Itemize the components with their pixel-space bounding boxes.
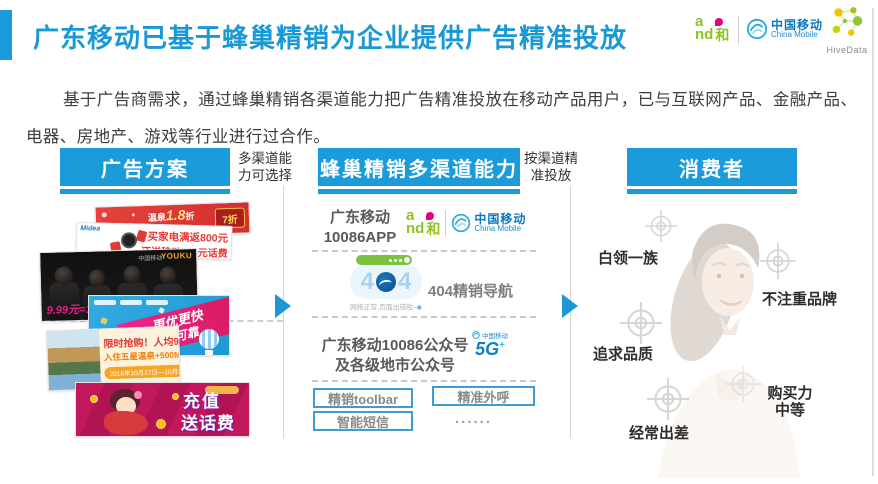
and-logo-dot-icon <box>426 212 435 221</box>
hivedata-molecule-icon <box>832 7 863 36</box>
page-title: 广东移动已基于蜂巢精销为企业提供广告精准投放 <box>33 23 628 53</box>
nav-404-bubble <box>356 255 412 265</box>
china-mobile-swirl-icon <box>746 18 768 40</box>
nav-404-cloud: 4 4 <box>350 265 422 299</box>
red-envelope-icon <box>135 229 148 243</box>
ad-text: 2016年10月17日—10月26日 <box>104 364 182 380</box>
ad-brand: Midea <box>80 225 101 233</box>
channel-app-logos: a nd 和 中国移动 China Mobile <box>406 207 526 237</box>
china-mobile-logo: 中国移动 China Mobile <box>746 18 823 40</box>
watch-icon <box>120 232 138 249</box>
ad-banner-recharge: 充值 送话费 <box>75 382 250 437</box>
brand-logos: a nd 和 中国移动 China Mobile <box>690 7 876 62</box>
channel-button-sms: 智能短信 <box>313 411 413 431</box>
target-icon <box>760 243 796 279</box>
hivedata-logo: HiveData <box>818 4 876 55</box>
consumer-label-quality: 追求品质 <box>593 346 654 363</box>
dashed-separator <box>312 250 536 252</box>
arrow-label-2: 按渠道精准投放 <box>524 151 578 183</box>
bank-logos <box>94 300 168 305</box>
intro-line-1: 基于广告商需求，通过蜂巢精销各渠道能力把广告精准投放在移动产品用户，已与互联网产… <box>63 91 858 109</box>
channel-button-outbound: 精准外呼 <box>432 386 535 406</box>
and-logo: a nd 和 <box>695 13 730 43</box>
globe-icon <box>376 272 396 292</box>
header-consumer-underline <box>627 189 797 194</box>
and-logo-a: a <box>695 13 704 30</box>
and-logo-nd: nd <box>695 25 714 43</box>
header-ad-plan-underline <box>60 189 230 194</box>
and-logo-dot-icon <box>715 18 724 26</box>
channel-more-dots: ...... <box>455 410 493 427</box>
hivedata-label: HiveData <box>826 45 868 55</box>
arrow-label-1: 多渠道能力可选择 <box>238 151 292 183</box>
dashed-separator <box>312 316 536 318</box>
china-mobile-swirl-icon <box>452 213 471 233</box>
flow-arrow-2-icon <box>562 294 578 318</box>
dashed-separator <box>312 380 536 382</box>
logo-divider <box>445 210 447 236</box>
balloon-icon <box>199 329 219 355</box>
and-logo: a nd 和 <box>406 207 441 237</box>
china-mobile-logo: 中国移动 China Mobile <box>451 213 526 233</box>
target-icon <box>725 366 761 402</box>
intro-paragraph: 基于广告商需求，通过蜂巢精销各渠道能力把广告精准投放在移动产品用户，已与互联网产… <box>26 82 864 156</box>
target-icon <box>620 302 662 344</box>
channel-nav-label: 404精销导航 <box>428 283 514 300</box>
china-mobile-swirl-icon <box>472 331 480 339</box>
channel-app-title: 广东移动 10086APP <box>323 209 397 246</box>
channel-button-toolbar: 精销toolbar <box>313 388 413 408</box>
header-consumer: 消费者 <box>627 148 797 186</box>
header-channels-underline <box>318 189 520 194</box>
ad-text: 限时抢购！人均99元 <box>103 336 182 351</box>
channel-wechat-title: 广东移动10086公众号 及各级地市公众号 <box>321 337 469 374</box>
ad-ribbon-badge <box>205 386 239 394</box>
header-channels: 蜂巢精销多渠道能力 <box>318 148 520 186</box>
flow-arrow-1-icon <box>275 294 291 318</box>
target-icon <box>645 210 677 242</box>
logo-divider <box>738 16 739 44</box>
ad-cmcc-label: 中国移动 <box>138 255 163 263</box>
target-icon <box>647 378 689 420</box>
consumer-label-brand: 不注重品牌 <box>762 291 838 308</box>
consumer-photo <box>658 223 800 478</box>
consumer-label-travel: 经常出差 <box>629 425 690 442</box>
china-mobile-cn: 中国移动 <box>771 18 824 32</box>
youku-logo: YOUKU <box>160 251 193 261</box>
slide-right-border <box>872 8 874 476</box>
ad-text: 入住五星温泉+500M流量 <box>103 349 182 363</box>
ad-text: 充值 <box>183 392 221 411</box>
nav-404-note: 网络正常,页面出错啦~ <box>350 303 422 312</box>
ad-text: 送话费 <box>181 414 235 433</box>
cmcc-5g-logo: 中国移动 5G+ <box>468 330 512 358</box>
header-ad-plan: 广告方案 <box>60 148 230 186</box>
consumer-label-purchasing-power: 购买力 中等 <box>767 385 813 419</box>
and-logo-he: 和 <box>715 26 730 43</box>
title-accent-bar <box>0 10 12 60</box>
china-mobile-en: China Mobile <box>771 30 818 39</box>
intro-line-2: 电器、房地产、游戏等行业进行过合作。 <box>26 128 331 146</box>
nav-404-graphic: 4 4 网络正常,页面出错啦~ <box>350 255 422 311</box>
consumer-label-white-collar: 白领一族 <box>598 250 659 267</box>
